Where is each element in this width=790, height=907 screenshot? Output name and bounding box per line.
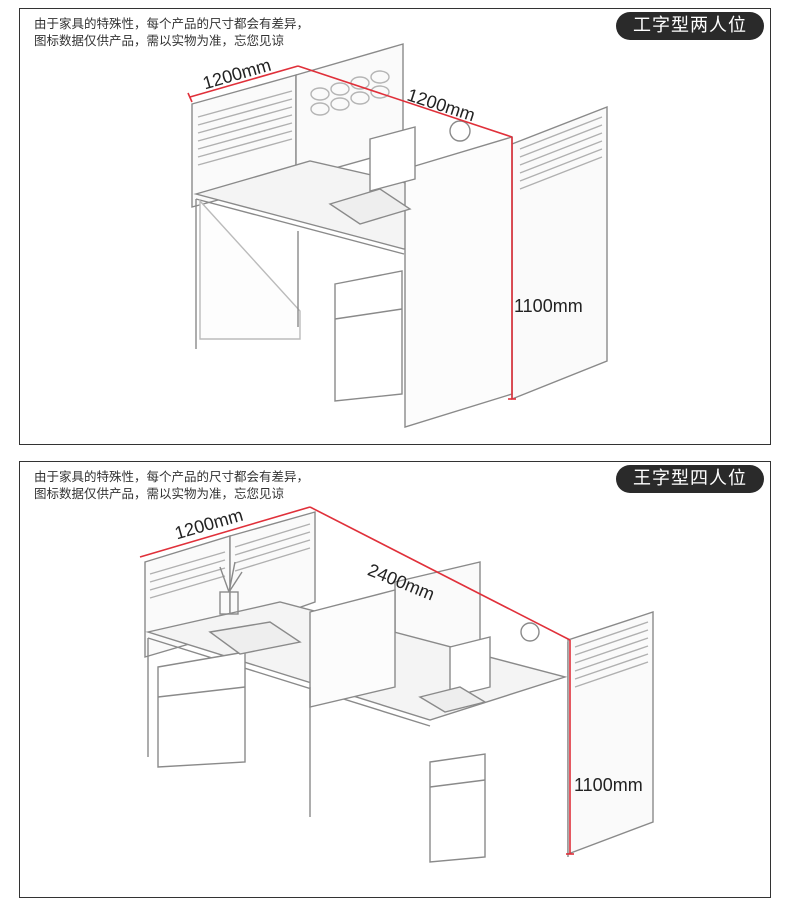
workstation-drawing-four-person: [139, 506, 654, 863]
height-dimension-label: 1100mm: [514, 296, 583, 316]
product-panel-two-person: 由于家具的特殊性，每个产品的尺寸都会有差异， 图标数据仅供产品，需以实物为准，忘…: [19, 8, 771, 445]
disclaimer-note: 由于家具的特殊性，每个产品的尺寸都会有差异， 图标数据仅供产品，需以实物为准，忘…: [34, 469, 310, 501]
product-title-badge: 工字型两人位: [616, 12, 764, 40]
height-dimension-label: 1100mm: [574, 775, 643, 795]
disclaimer-note: 由于家具的特殊性，每个产品的尺寸都会有差异， 图标数据仅供产品，需以实物为准，忘…: [34, 16, 310, 48]
workstation-drawing-two-person: [187, 43, 608, 428]
product-title-badge: 王字型四人位: [616, 465, 764, 493]
product-panel-four-person: 由于家具的特殊性，每个产品的尺寸都会有差异， 图标数据仅供产品，需以实物为准，忘…: [19, 461, 771, 898]
